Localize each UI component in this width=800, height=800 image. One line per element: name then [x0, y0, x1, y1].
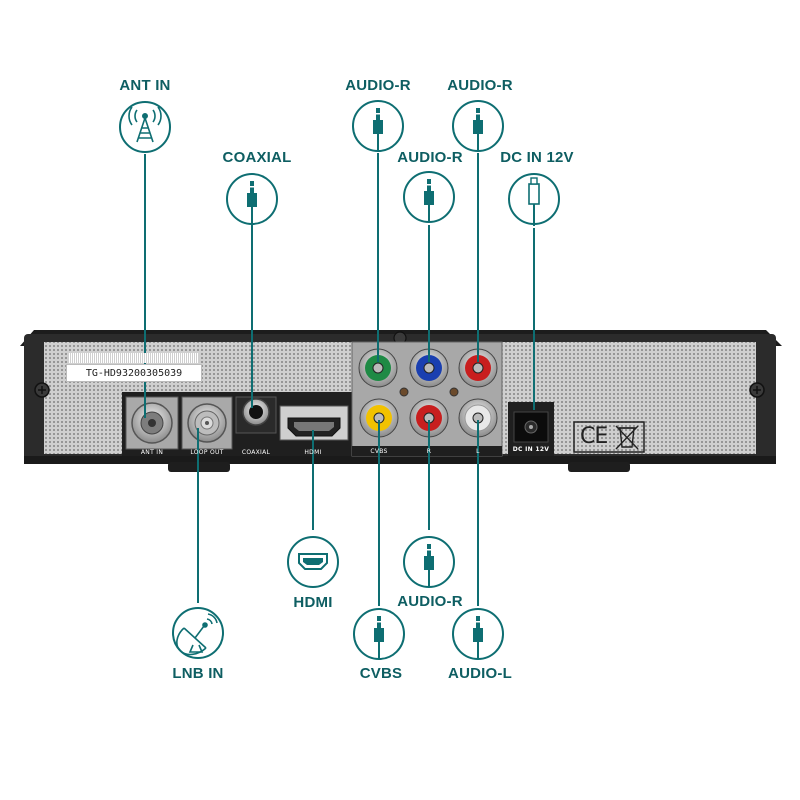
audio-r-red-jack-plug-icon — [452, 100, 504, 152]
set-top-box — [20, 330, 782, 472]
connector-lines — [144, 153, 535, 606]
rca-red-upper-port — [458, 348, 498, 388]
certification-marks — [573, 421, 645, 453]
label-lnb-in: LNB IN — [172, 665, 224, 682]
audio-r-green-jack-plug-icon — [352, 100, 404, 152]
label-dc-in: DC IN 12V — [500, 149, 574, 166]
panel-label-ant-in: ANT IN — [140, 449, 164, 456]
cvbs-jack-plug-icon — [353, 608, 405, 660]
barcode — [69, 353, 199, 363]
label-audio-r-lower: AUDIO-R — [397, 593, 463, 610]
panel-label-loop-out: LOOP OUT — [190, 449, 224, 456]
ant-in-port — [125, 396, 179, 450]
coaxial-jack-plug-icon — [226, 173, 278, 225]
device-foot-right — [568, 462, 630, 472]
dc-in-power-plug-icon — [508, 173, 560, 226]
rca-blue-port — [409, 348, 449, 388]
label-hdmi: HDMI — [293, 594, 333, 611]
serial-number: TG-HD93200305039 — [85, 368, 183, 379]
label-audio-r-blue: AUDIO-R — [397, 149, 463, 166]
panel-label-hdmi: HDMI — [304, 449, 322, 456]
panel-label-l: L — [476, 448, 480, 455]
label-cvbs: CVBS — [359, 665, 403, 682]
hdmi-icon — [287, 536, 339, 588]
audio-r-lower-jack-plug-icon — [403, 536, 455, 588]
label-coaxial: COAXIAL — [222, 149, 292, 166]
label-audio-l: AUDIO-L — [448, 665, 512, 682]
lnb-satellite-dish-icon — [172, 607, 224, 659]
rca-white-port — [458, 398, 498, 438]
antenna-icon — [119, 101, 171, 153]
audio-r-blue-jack-plug-icon — [403, 171, 455, 223]
weee-bin-icon — [615, 425, 639, 450]
ce-mark: CE — [580, 424, 608, 449]
audio-l-jack-plug-icon — [452, 608, 504, 660]
coaxial-port — [235, 396, 277, 434]
device-bottom-edge — [24, 456, 776, 464]
loop-out-port — [181, 396, 233, 450]
serial-number-label: TG-HD93200305039 — [66, 353, 202, 382]
panel-label-coaxial: COAXIAL — [241, 449, 271, 456]
panel-label-r: R — [426, 448, 432, 455]
label-audio-r-green: AUDIO-R — [345, 77, 411, 94]
label-ant-in: ANT IN — [119, 77, 171, 94]
dc-in-port — [508, 402, 554, 456]
rca-yellow-port — [359, 398, 399, 438]
panel-label-dc-in: DC IN 12V — [512, 446, 550, 453]
panel-label-cvbs: CVBS — [370, 448, 388, 455]
label-audio-r-red: AUDIO-R — [447, 77, 513, 94]
